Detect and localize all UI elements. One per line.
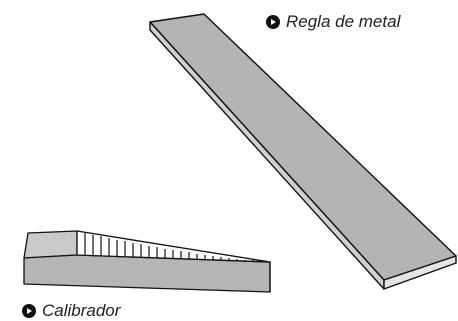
wedge-gauge <box>23 230 271 293</box>
wedge-gauge-label-text: Calibrador <box>42 301 121 320</box>
metal-ruler-label: Regla de metal <box>266 12 400 32</box>
play-circle-icon <box>266 15 280 29</box>
wedge-gauge-label: Calibrador <box>22 301 120 321</box>
metal-ruler <box>149 13 457 290</box>
metal-ruler-side-face <box>383 255 457 290</box>
metal-ruler-top-face <box>149 13 457 281</box>
wedge-gauge-graduations <box>84 233 262 262</box>
metal-ruler-label-text: Regla de metal <box>286 12 401 31</box>
wedge-gauge-top-face <box>23 230 78 259</box>
play-circle-icon <box>22 304 36 318</box>
